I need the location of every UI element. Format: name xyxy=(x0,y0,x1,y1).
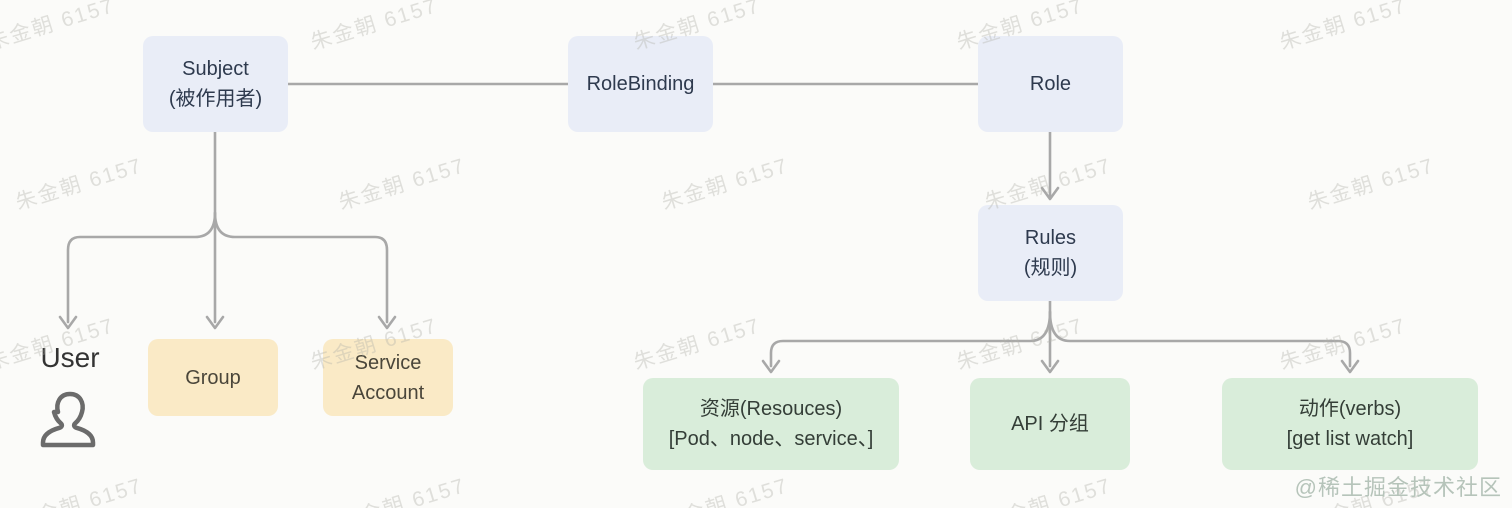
arrowhead-rules-verbs xyxy=(1340,359,1360,374)
node-resources-title: 资源(Resouces) xyxy=(699,398,843,420)
node-verbs-subtitle: [get list watch] xyxy=(1286,428,1414,450)
person-bust-icon xyxy=(40,391,96,448)
node-subject: Subject (被作用者) xyxy=(143,36,288,132)
edge-subject-serviceaccount xyxy=(213,211,389,324)
node-role-title: Role xyxy=(1029,73,1072,95)
node-subject-subtitle: (被作用者) xyxy=(168,88,263,110)
node-subject-title: Subject xyxy=(182,58,249,80)
node-group: Group xyxy=(148,339,278,416)
node-rules-title: Rules xyxy=(1024,227,1077,249)
node-api-group-title: API 分组 xyxy=(1011,413,1089,435)
node-verbs-title: 动作(verbs) xyxy=(1298,398,1402,420)
edge-rules-resources xyxy=(769,310,1052,368)
arrowhead-rules-apigroup xyxy=(1040,359,1060,374)
node-group-label: Group xyxy=(185,366,241,389)
arrowhead-role-rules xyxy=(1040,186,1060,201)
arrowhead-subject-user xyxy=(58,315,78,330)
node-user-label: User xyxy=(40,342,100,373)
node-rules-subtitle: (规则) xyxy=(1023,257,1078,279)
node-service-account-label: Service Account xyxy=(351,351,425,404)
node-api-group: API 分组 xyxy=(970,378,1130,470)
community-credit: @稀土掘金技术社区 xyxy=(1294,475,1502,500)
edge-subject-user xyxy=(66,211,217,324)
node-verbs: 动作(verbs) [get list watch] xyxy=(1222,378,1478,470)
node-resources-subtitle: [Pod、node、service、] xyxy=(668,428,874,450)
node-resources: 资源(Resouces) [Pod、node、service、] xyxy=(643,378,899,470)
node-rules: Rules (规则) xyxy=(978,205,1123,301)
node-rolebinding-title: RoleBinding xyxy=(586,73,695,95)
arrowhead-rules-resources xyxy=(761,359,781,374)
arrowhead-subject-group xyxy=(205,315,225,330)
arrowhead-subject-serviceaccount xyxy=(377,315,397,330)
node-role: Role xyxy=(978,36,1123,132)
node-service-account: Service Account xyxy=(323,339,453,416)
edge-rules-verbs xyxy=(1048,310,1352,368)
node-rolebinding: RoleBinding xyxy=(568,36,713,132)
